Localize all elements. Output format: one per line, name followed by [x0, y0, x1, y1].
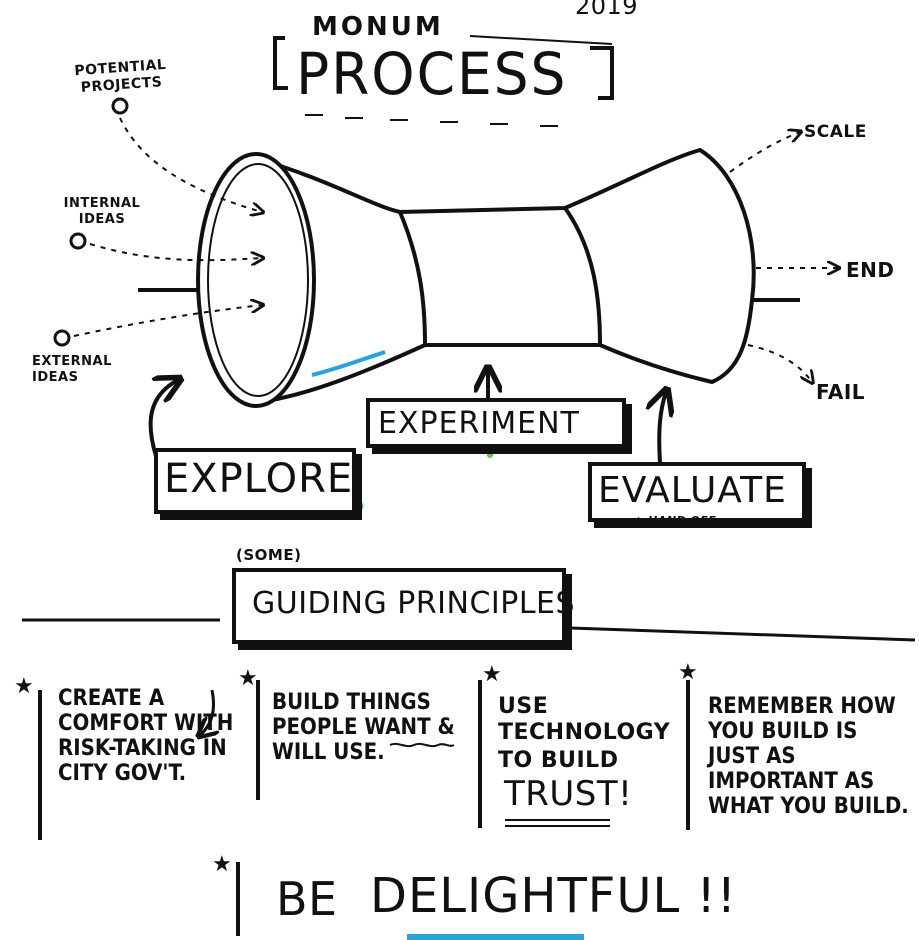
principle-4-text: REMEMBER HOW YOU BUILD IS JUST AS IMPORT… — [708, 694, 909, 819]
experiment-box: EXPERIMENT — [366, 398, 626, 448]
external-ideas-arrow — [73, 305, 262, 337]
external-ideas-node — [53, 329, 71, 347]
principle-2-text: BUILD THINGS PEOPLE WANT & WILL USE. — [272, 690, 455, 765]
explore-arrow — [148, 380, 178, 457]
experiment-label: EXPERIMENT — [378, 406, 580, 441]
closing-accent-bar — [407, 934, 584, 940]
funnel-seam-left — [398, 211, 427, 346]
fail-arrow — [747, 344, 812, 382]
fail-label: FAIL — [816, 380, 866, 404]
evaluate-arrow — [659, 392, 666, 463]
principles-some-label: (SOME) — [236, 546, 302, 564]
experiment-accent-dot — [487, 452, 493, 458]
closing-emphasis: DELIGHTFUL !! — [370, 868, 738, 924]
title-bracket-right — [590, 46, 614, 100]
principle-3-line2: TECHNOLOGY — [498, 720, 671, 745]
title-bracket-left — [273, 36, 288, 90]
external-ideas-label: EXTERNAL IDEAS — [32, 354, 112, 385]
closing-be: BE — [276, 872, 338, 926]
star-icon: ★ — [14, 674, 34, 699]
page-title: PROCESS — [296, 40, 568, 108]
principles-title: GUIDING PRINCIPLES — [252, 586, 576, 621]
funnel-mouth-inner — [207, 163, 309, 397]
explore-box: EXPLORE — [154, 448, 356, 514]
principles-header-box: GUIDING PRINCIPLES — [232, 568, 575, 644]
scale-label: SCALE — [804, 122, 867, 142]
evaluate-box: EVALUATE — [588, 462, 806, 522]
principle-3-line1: USE — [498, 694, 549, 719]
potential-projects-node — [111, 97, 129, 115]
principle-1-text: CREATE A COMFORT WITH RISK-TAKING IN CIT… — [58, 686, 234, 786]
explore-label: EXPLORE — [164, 456, 354, 502]
star-icon: ★ — [238, 666, 258, 691]
title-underline-dashes — [305, 114, 558, 127]
funnel-accent-stroke — [311, 350, 386, 377]
hand-off-label: + HAND OFF — [634, 514, 717, 527]
principle-1-rule — [38, 690, 42, 840]
end-label: END — [846, 258, 895, 282]
principle-2-rule — [256, 680, 260, 800]
principle-3-rule — [478, 680, 482, 828]
year-label: 2019 — [575, 0, 639, 20]
star-icon: ★ — [212, 852, 232, 877]
internal-ideas-node — [69, 232, 87, 250]
evaluate-label: EVALUATE — [598, 470, 787, 511]
title-rule — [469, 35, 613, 45]
principle-3-line3: TO BUILD — [498, 748, 619, 773]
title-top: MONUM — [312, 12, 444, 42]
star-icon: ★ — [482, 662, 502, 687]
scale-arrow — [729, 132, 800, 173]
star-icon: ★ — [678, 660, 698, 685]
principle-3-emphasis: TRUST! — [504, 774, 633, 814]
internal-ideas-label: INTERNAL IDEAS — [63, 196, 141, 227]
funnel-mouth — [196, 152, 316, 408]
principle-4-rule — [686, 680, 690, 830]
funnel-seam-right — [563, 206, 602, 346]
principle-1-arrow — [200, 689, 214, 735]
want-underline — [389, 742, 455, 748]
principles-divider-right — [569, 626, 916, 642]
closing-rule — [236, 862, 240, 936]
